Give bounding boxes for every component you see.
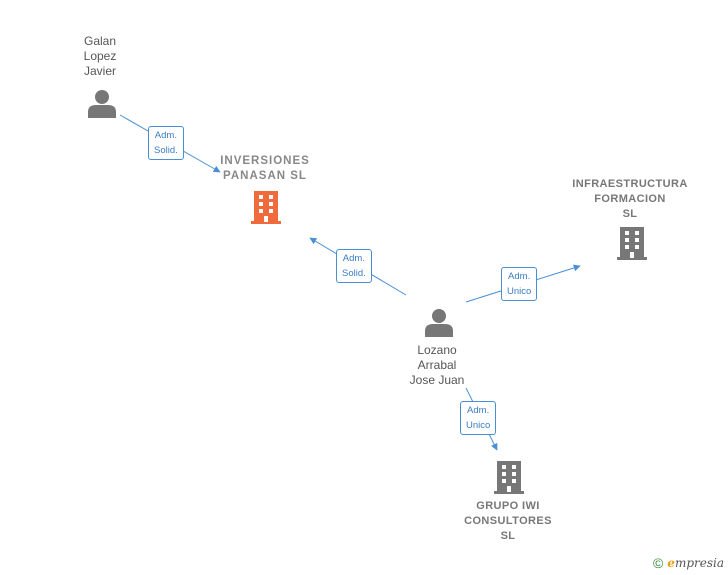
company-name-inversiones[interactable]: INVERSIONES PANASAN SL — [220, 155, 310, 182]
edge-label-lozano-grupo: Adm. Unico — [460, 401, 497, 435]
copyright-icon: © — [652, 555, 664, 571]
edge-label-lozano-inversiones: Adm. Solid. — [336, 249, 372, 283]
person-icon[interactable] — [87, 88, 117, 118]
building-icon[interactable] — [493, 460, 525, 494]
person-name-lozano[interactable]: Lozano Arrabal Jose Juan — [409, 343, 465, 387]
company-name-infraestructura[interactable]: INFRAESTRUCTURA FORMACION SL — [572, 178, 688, 220]
edge-label-galan-inversiones: Adm. Solid. — [148, 126, 184, 160]
person-name-galan[interactable]: Galan Lopez Javier — [83, 34, 117, 78]
brand-logo: empresia — [667, 556, 724, 570]
company-name-grupo[interactable]: GRUPO IWI CONSULTORES SL — [464, 500, 552, 542]
footer-brand[interactable]: © empresia — [653, 555, 724, 571]
building-icon[interactable] — [616, 226, 648, 260]
building-icon[interactable] — [250, 190, 282, 224]
edge-label-lozano-infraestructura: Adm. Unico — [501, 267, 538, 301]
person-icon[interactable] — [424, 307, 454, 337]
